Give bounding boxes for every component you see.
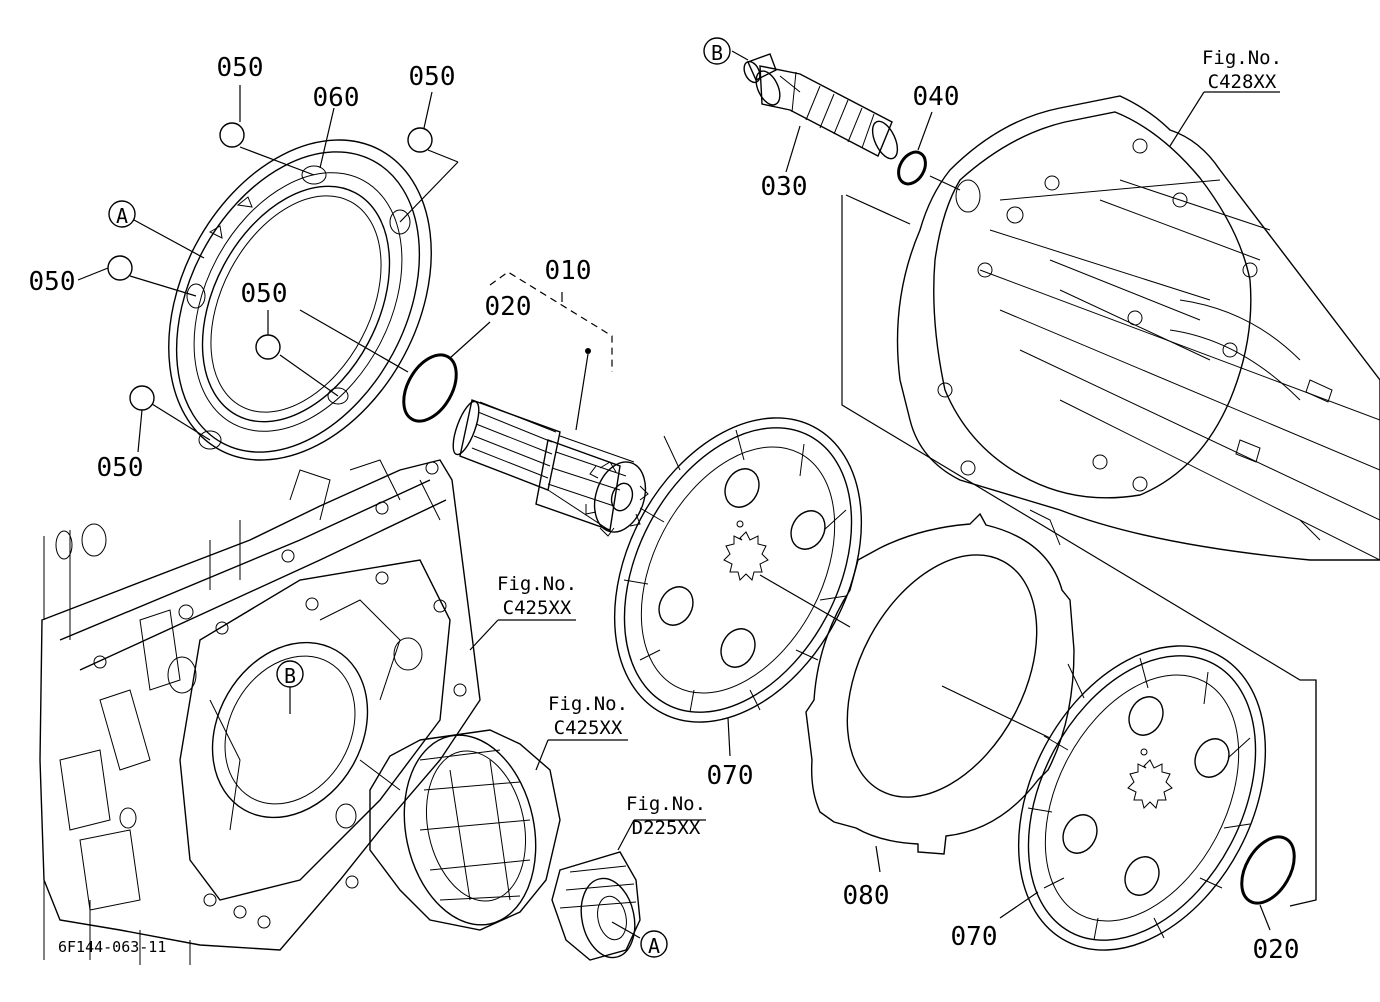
reference-marker-b-top [703, 37, 731, 65]
reference-marker-b-housing [276, 660, 304, 714]
label-080: 080 [843, 881, 890, 911]
steel-plate-080[interactable] [805, 512, 1075, 873]
label-050-a: 050 [217, 53, 264, 83]
assembly-guide-lines-right [841, 175, 1317, 907]
friction-disc-070-top[interactable] [565, 375, 911, 764]
label-060: 060 [313, 83, 360, 113]
label-030: 030 [761, 172, 808, 202]
drawing-number: 6F144-063-11 [58, 938, 166, 956]
fig-c428-code: C428XX [1208, 71, 1277, 93]
callout-lines-left [77, 85, 459, 453]
snap-ring-020-top[interactable] [393, 321, 491, 430]
fig-c425a-code: C425XX [503, 597, 572, 619]
fig-d225-title: Fig.No. [626, 793, 706, 815]
label-010: 010 [545, 256, 592, 286]
coupling-d225[interactable] [551, 819, 706, 963]
shaft-010[interactable] [448, 271, 654, 539]
fig-ref-c428[interactable] [1169, 91, 1280, 147]
gear-case-c425[interactable] [39, 459, 576, 965]
bolt-050-group[interactable] [107, 122, 433, 411]
label-050-b: 050 [409, 62, 456, 92]
friction-disc-070-bottom[interactable] [969, 603, 1315, 992]
reference-marker-a-left [108, 200, 136, 228]
fig-c425a-title: Fig.No. [497, 573, 577, 595]
label-050-d: 050 [241, 279, 288, 309]
fig-d225-code: D225XX [632, 817, 701, 839]
bearing-housing-c425[interactable] [369, 723, 628, 937]
marker-b-housing-label: B [284, 664, 296, 688]
fig-c425b-code: C425XX [554, 717, 623, 739]
label-050-c: 050 [29, 267, 76, 297]
shaft-030[interactable] [741, 53, 903, 162]
o-ring-040[interactable] [893, 111, 933, 189]
transmission-case-c428[interactable] [896, 95, 1380, 561]
marker-b-top-label: B [711, 41, 723, 65]
label-040: 040 [913, 82, 960, 112]
label-020-top: 020 [485, 292, 532, 322]
label-070-bottom: 070 [951, 922, 998, 952]
snap-ring-020-bottom[interactable] [1231, 828, 1305, 931]
cover-plate-060[interactable] [116, 95, 484, 506]
label-050-e: 050 [97, 453, 144, 483]
label-020-bottom: 020 [1253, 935, 1300, 965]
callout-030 [785, 125, 801, 173]
label-070-top: 070 [707, 761, 754, 791]
fig-c425b-title: Fig.No. [548, 693, 628, 715]
reference-marker-a-bottom [640, 930, 668, 958]
marker-a-bottom-label: A [648, 934, 660, 958]
callout-b-top [731, 50, 749, 61]
marker-a-left-label: A [116, 204, 128, 228]
fig-c428-title: Fig.No. [1202, 47, 1282, 69]
